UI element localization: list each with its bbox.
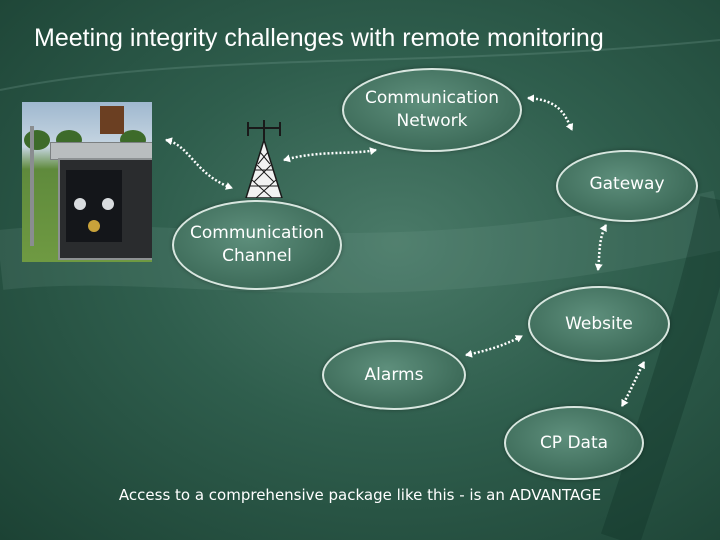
arrow-photo-to-tower — [165, 137, 233, 190]
alarms-node: Alarms — [322, 340, 466, 410]
cp-data-node: CP Data — [504, 406, 644, 480]
communication-network-node: Communication Network — [342, 68, 522, 152]
gateway-node: Gateway — [556, 150, 698, 222]
slide-title: Meeting integrity challenges with remote… — [34, 24, 604, 52]
communication-channel-node: Communication Channel — [172, 200, 342, 290]
alarms-label: Alarms — [364, 364, 424, 385]
cp-data-label: CP Data — [539, 432, 609, 453]
gateway-label: Gateway — [589, 173, 665, 194]
arrow-network-to-gateway — [527, 94, 574, 131]
website-node: Website — [528, 286, 670, 362]
radio-tower-icon — [245, 120, 283, 198]
arrow-website-to-alarms — [465, 334, 523, 358]
communication-channel-label: Communication Channel — [190, 223, 324, 266]
communication-network-label: Communication Network — [365, 88, 499, 131]
website-label: Website — [565, 313, 633, 334]
rectifier-cabinet-photo — [22, 102, 152, 262]
arrow-tower-to-network — [283, 147, 377, 163]
arrow-website-to-cpdata — [620, 361, 646, 407]
arrow-gateway-to-website — [594, 224, 608, 271]
footer-statement: Access to a comprehensive package like t… — [118, 486, 602, 504]
